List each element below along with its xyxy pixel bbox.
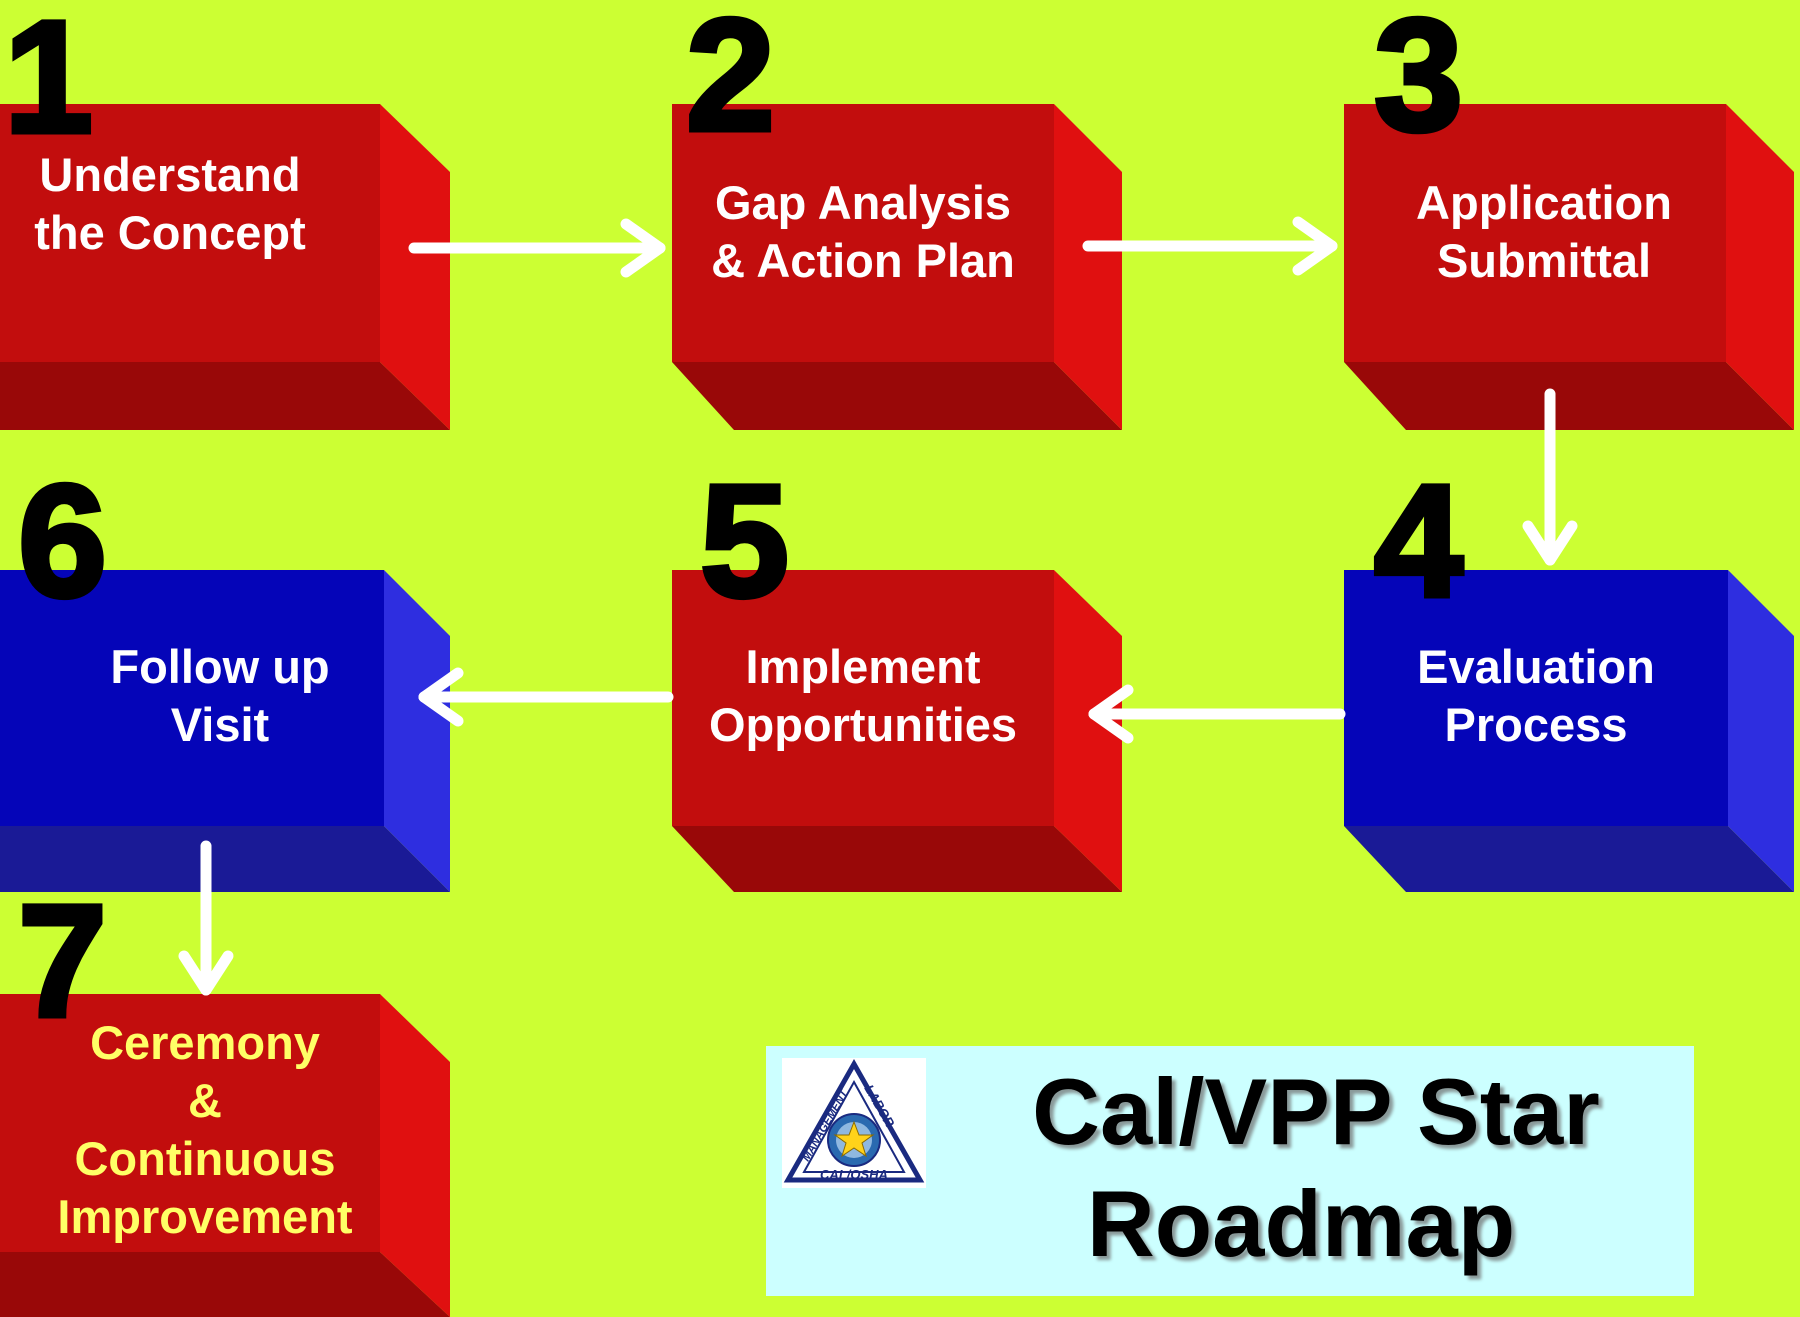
step-6-box: [0, 570, 450, 892]
step-7-label: Ceremony & Continuous Improvement: [57, 1016, 353, 1243]
step-5-label: Implement Opportunities: [708, 640, 1018, 751]
step-6-label: Follow up Visit: [110, 640, 330, 751]
title-panel: MANAGEMENT LABOR CAL/OSHA Cal/VPP Star R…: [766, 1046, 1694, 1296]
star-triangle-logo-icon: MANAGEMENT LABOR CAL/OSHA: [782, 1058, 926, 1188]
step-4-label: Evaluation Process: [1417, 640, 1655, 751]
arrow-4-to-5: [1088, 684, 1346, 744]
arrow-1-to-2: [408, 218, 666, 278]
step-3-box: [1344, 104, 1794, 430]
step-1-box: [0, 104, 450, 430]
step-2-box: [672, 104, 1122, 430]
step-2-number: 2: [684, 0, 778, 164]
step-6-number: 6: [16, 451, 110, 630]
step-1-label: Understand the Concept: [34, 148, 306, 259]
step-7-box: [0, 994, 450, 1317]
title-line-2: Roadmap: [1086, 1171, 1516, 1276]
step-7-number: 7: [16, 871, 110, 1050]
step-5-box: [672, 570, 1122, 892]
step-2-label: Gap Analysis & Action Plan: [711, 176, 1015, 287]
title-line-1: Cal/VPP Star: [1032, 1059, 1600, 1164]
logo-text-calosha: CAL/OSHA: [820, 1167, 888, 1182]
step-2: Gap Analysis & Action Plan: [672, 104, 1122, 430]
step-1-number: 1: [2, 0, 96, 166]
step-3: Application Submittal: [1344, 104, 1794, 430]
step-3-number: 3: [1372, 0, 1466, 164]
step-3-label: Application Submittal: [1416, 176, 1672, 287]
arrow-5-to-6: [418, 667, 674, 727]
step-4-number: 4: [1372, 451, 1466, 630]
page-title: Cal/VPP Star Roadmap: [916, 1056, 1686, 1280]
step-1: Understand the Concept: [0, 104, 450, 430]
step-5-number: 5: [698, 451, 792, 630]
step-4-box: [1344, 570, 1794, 892]
step-4: Evaluation Process: [1344, 570, 1794, 892]
step-5: Implement Opportunities: [672, 570, 1122, 892]
step-7: Ceremony & Continuous Improvement: [0, 994, 450, 1317]
arrow-2-to-3: [1082, 216, 1338, 276]
arrow-6-to-7: [178, 840, 234, 996]
arrow-3-to-4: [1522, 388, 1578, 566]
step-6: Follow up Visit: [0, 570, 450, 892]
